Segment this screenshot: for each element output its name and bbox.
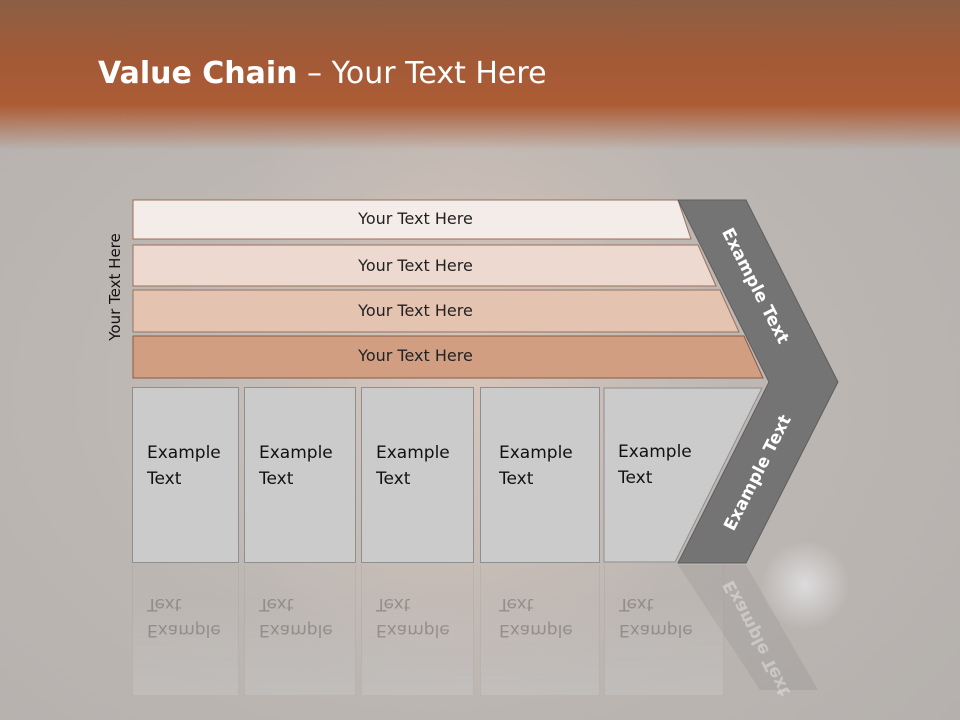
box-1-line2: Text — [147, 469, 182, 489]
box-5-reflection-line2: Text — [619, 594, 654, 614]
box-4-line2: Text — [499, 469, 534, 489]
box-3-line2: Text — [376, 469, 411, 489]
background-light-spot — [760, 540, 850, 630]
bar-2-label[interactable]: Your Text Here — [358, 256, 473, 275]
box-5-line2: Text — [618, 468, 653, 488]
box-2-line1: Example — [259, 443, 333, 463]
box-1-reflection-line2: Text — [147, 594, 182, 614]
box-2-line2: Text — [259, 469, 294, 489]
box-3-reflection: Example Text — [361, 565, 474, 695]
box-1-reflection-line1: Example — [147, 620, 221, 640]
box-5-reflection-line1: Example — [619, 620, 693, 640]
box-5-line1: Example — [618, 442, 692, 462]
title-bold-part: Value Chain — [98, 56, 298, 91]
box-4-reflection-line2: Text — [499, 594, 534, 614]
title-rest-part: – Your Text Here — [297, 56, 547, 91]
bar-4-label[interactable]: Your Text Here — [358, 346, 473, 365]
title-banner — [0, 0, 960, 150]
bar-3-shape — [132, 289, 740, 333]
bar-2-shape — [132, 244, 717, 287]
chevron-arrow — [677, 199, 839, 564]
box-2-reflection-line2: Text — [259, 594, 294, 614]
box-2-reflection: Example Text — [244, 565, 356, 695]
slide-title[interactable]: Value Chain – Your Text Here — [98, 56, 547, 91]
chevron-reflection — [678, 565, 818, 690]
box-3-reflection-line2: Text — [376, 594, 411, 614]
box-1-line1: Example — [147, 443, 221, 463]
box-4-line1: Example — [499, 443, 573, 463]
bar-3-label[interactable]: Your Text Here — [358, 301, 473, 320]
box-3-line1: Example — [376, 443, 450, 463]
box-5-reflection: Example Text — [604, 565, 724, 695]
bar-4-shape — [132, 335, 764, 379]
box-5-shape — [603, 387, 763, 563]
box-2-reflection-line1: Example — [259, 620, 333, 640]
bar-1-shape — [132, 199, 692, 240]
box-3-reflection-line1: Example — [376, 620, 450, 640]
box-4-reflection-line1: Example — [499, 620, 573, 640]
bar-1-label[interactable]: Your Text Here — [358, 209, 473, 228]
box-4-reflection: Example Text — [480, 565, 600, 695]
box-1-reflection: Example Text — [132, 565, 239, 695]
